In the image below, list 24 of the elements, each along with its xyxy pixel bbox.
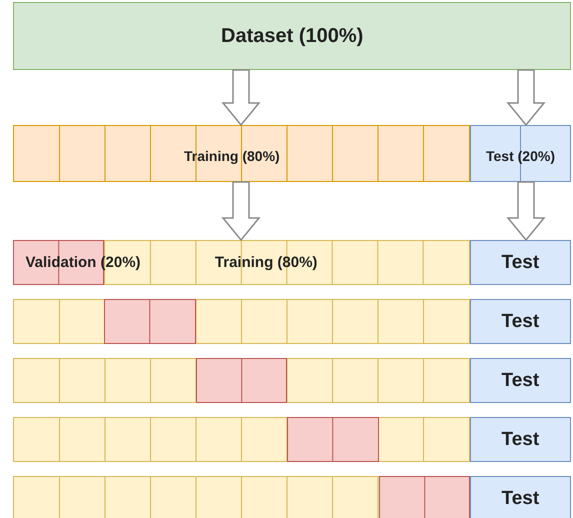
validation-segment (378, 476, 470, 518)
test-box (470, 240, 571, 285)
test-box (470, 358, 571, 403)
bar-label: Test (502, 430, 540, 449)
bar-label: Test (502, 489, 540, 508)
block-arrow (221, 181, 261, 242)
bar-label: Test (502, 253, 540, 272)
block-arrow (506, 181, 546, 242)
block-arrow (506, 69, 546, 126)
training-bar (13, 125, 470, 182)
test-box (470, 299, 571, 344)
validation-segment (196, 358, 288, 403)
block-arrow (221, 69, 261, 126)
bar-label: Dataset (100%) (221, 26, 364, 46)
bar-label: Training (80%) (214, 255, 318, 270)
test-bar (470, 125, 571, 182)
test-box (470, 476, 571, 518)
bar-label: Test (20%) (486, 149, 555, 164)
dataset-box (13, 2, 571, 70)
validation-segment (287, 417, 379, 462)
bar-label: Test (502, 371, 540, 390)
test-box (470, 417, 571, 462)
validation-segment (104, 299, 196, 344)
bar-label: Test (502, 312, 540, 331)
